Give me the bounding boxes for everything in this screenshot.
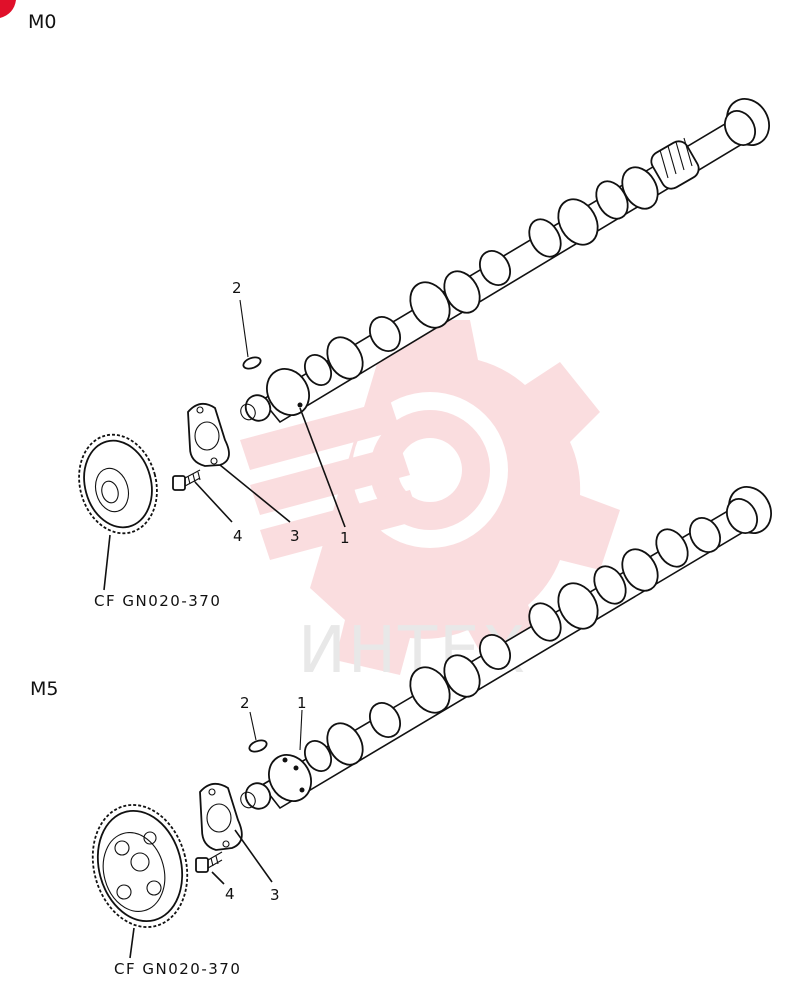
cam-gear-m0 <box>78 433 158 535</box>
reference-m0: CF GN020-370 <box>94 592 221 610</box>
callout-4-m0: 4 <box>233 527 243 545</box>
woodruff-key-m5 <box>248 739 268 753</box>
thrust-plate-m0 <box>187 402 230 467</box>
section-label-m0: M0 <box>28 11 56 33</box>
callout-1-m0: 1 <box>340 529 350 547</box>
callout-3-m5: 3 <box>270 886 280 904</box>
bolt-m0 <box>172 469 201 491</box>
camshaft-m5 <box>240 486 772 810</box>
reference-m5: CF GN020-370 <box>114 960 241 978</box>
callout-3-m0: 3 <box>290 527 300 545</box>
callout-1-m5: 1 <box>297 694 307 712</box>
callout-2-m5: 2 <box>240 694 250 712</box>
callout-4-m5: 4 <box>225 885 235 903</box>
camshaft-m0 <box>240 98 770 424</box>
corner-mark <box>0 0 16 18</box>
callout-2-m0: 2 <box>232 279 242 297</box>
bolt-m5 <box>195 851 223 873</box>
section-label-m5: M5 <box>30 678 58 700</box>
thrust-plate-m5 <box>199 782 243 851</box>
woodruff-key-m0 <box>242 356 262 370</box>
watermark-logo <box>240 320 620 675</box>
cam-gear-m5 <box>91 804 189 928</box>
